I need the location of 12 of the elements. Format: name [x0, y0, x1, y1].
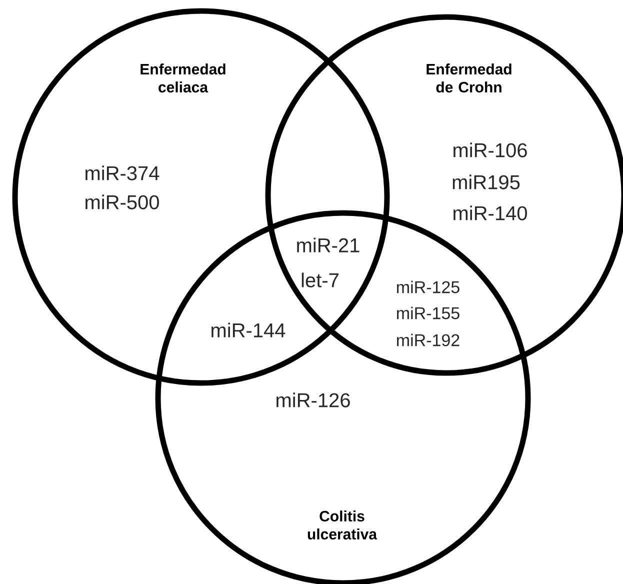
mirna-label: miR-126 — [276, 392, 350, 408]
mirna-label: miR-106 — [454, 142, 527, 158]
mirna-label: miR-140 — [454, 206, 527, 220]
mirna-label: let-7 — [302, 272, 338, 288]
mirna-label: miR-144 — [212, 322, 286, 338]
mirna-label: miR-500 — [86, 194, 159, 210]
mirna-label: miR-155 — [397, 306, 460, 320]
mirna-label: miR-21 — [297, 238, 360, 252]
mirna-label: miR-374 — [86, 166, 160, 180]
mirna-label: miR-192 — [397, 334, 460, 346]
mirna-label: miR195 — [452, 174, 520, 190]
mirna-label: miR-125 — [397, 280, 460, 294]
